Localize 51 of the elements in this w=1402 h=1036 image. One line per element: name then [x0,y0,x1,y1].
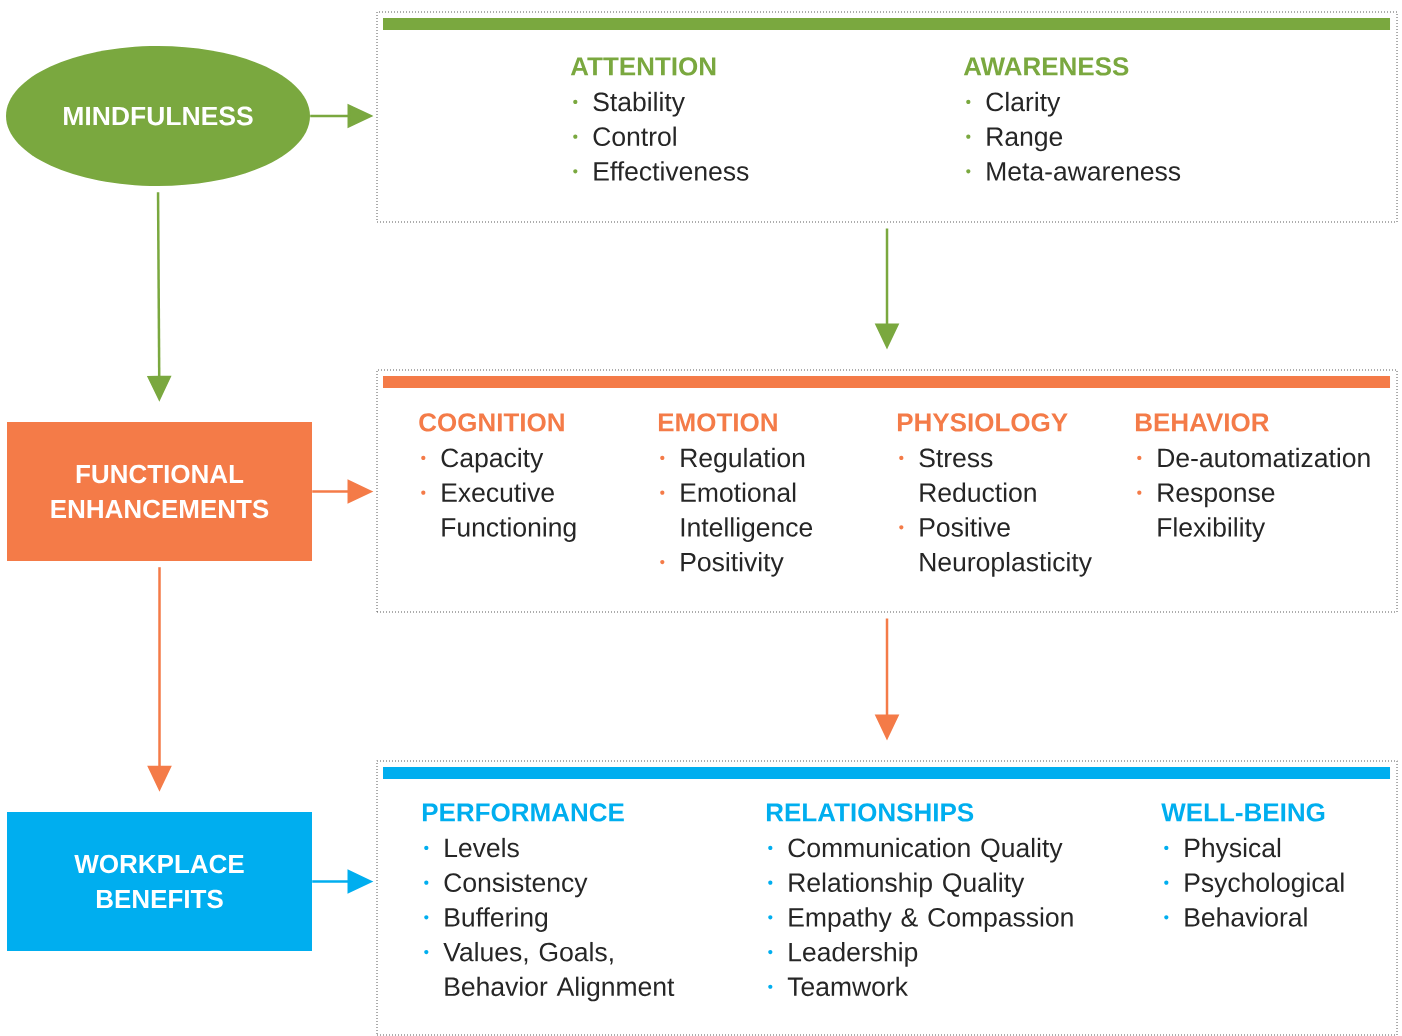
category-list: BEHAVIOR De-automatization Response Flexibility [1135,413,1370,542]
node-label: Clarity [986,91,1061,117]
node-label: Teamwork [787,976,909,997]
node-label: Response Flexibility [1158,483,1275,542]
node-label: Emotional Intelligence [681,482,813,542]
node-label: Control [593,126,676,147]
node-label: Communication Quality [788,837,1063,863]
node-label: PHYSIOLOGY [897,413,1068,432]
node-label: PERFORMANCE [422,803,624,822]
oval: MINDFULNESS [6,46,310,186]
node-label: Behavioral [1185,907,1307,927]
node-label: COGNITION [419,413,564,432]
label-box: WORKPLACE BENEFITS [7,812,312,951]
node-label: Positive Neuroplasticity [920,517,1092,577]
node-label: BEHAVIOR [1135,413,1269,432]
node-label: Regulation [681,447,805,473]
node-label: Leadership [789,941,918,967]
node-label: Range [987,127,1063,152]
node-label: EMOTION [658,413,777,432]
label-box: FUNCTIONAL ENHANCEMENTS [7,422,312,561]
node-label: De-automatization [1158,447,1370,468]
node-label: Psychological [1185,872,1344,898]
node-label: Values, Goals, Behavior Alignment [443,941,675,1002]
node-label: Meta-awareness [987,162,1181,181]
node-label: Capacity [441,447,544,473]
node-label: Empathy & Compassion [789,907,1073,932]
node-label: WELL-BEING [1161,803,1325,822]
category-list: ATTENTION Stability Control Effectiveness [570,57,749,181]
category-list: EMOTION Regulation Emotional Intelligence Positivity [658,413,813,577]
category-list: PERFORMANCE Levels Consistency Buffering Values, Goals, Behavior Alignment [422,803,675,1002]
category-list: WELL-BEING Physical Psychological Behavioral [1161,803,1344,927]
node-label: Stability [593,91,685,117]
node-label: Physical [1185,837,1281,863]
dotted-panel [376,760,1398,1036]
node-label: RELATIONSHIPS [766,803,974,822]
dotted-panel [376,11,1398,223]
node-label: Stress Reduction [919,448,1036,503]
node-label: Positivity [681,551,784,577]
node-label: Buffering [445,907,548,932]
category-list: RELATIONSHIPS Communication Quality Relationship Quality Empathy & Compassion Leadership Teamwork [766,803,1073,997]
node-label: Executive Functioning [442,482,576,542]
node-label: ATTENTION [570,57,716,76]
node-label: Relationship Quality [789,872,1025,898]
node-label: AWARENESS [963,57,1129,76]
category-list: COGNITION Capacity Executive Functioning [419,413,576,542]
node-label: Consistency [444,872,588,898]
node-label: Levels [445,837,519,858]
node-label: Effectiveness [594,161,749,181]
category-list: AWARENESS Clarity Range Meta-awareness [963,57,1181,181]
category-list: PHYSIOLOGY Stress Reduction Positive Neuroplasticity [897,413,1092,577]
dotted-panel [376,369,1398,613]
